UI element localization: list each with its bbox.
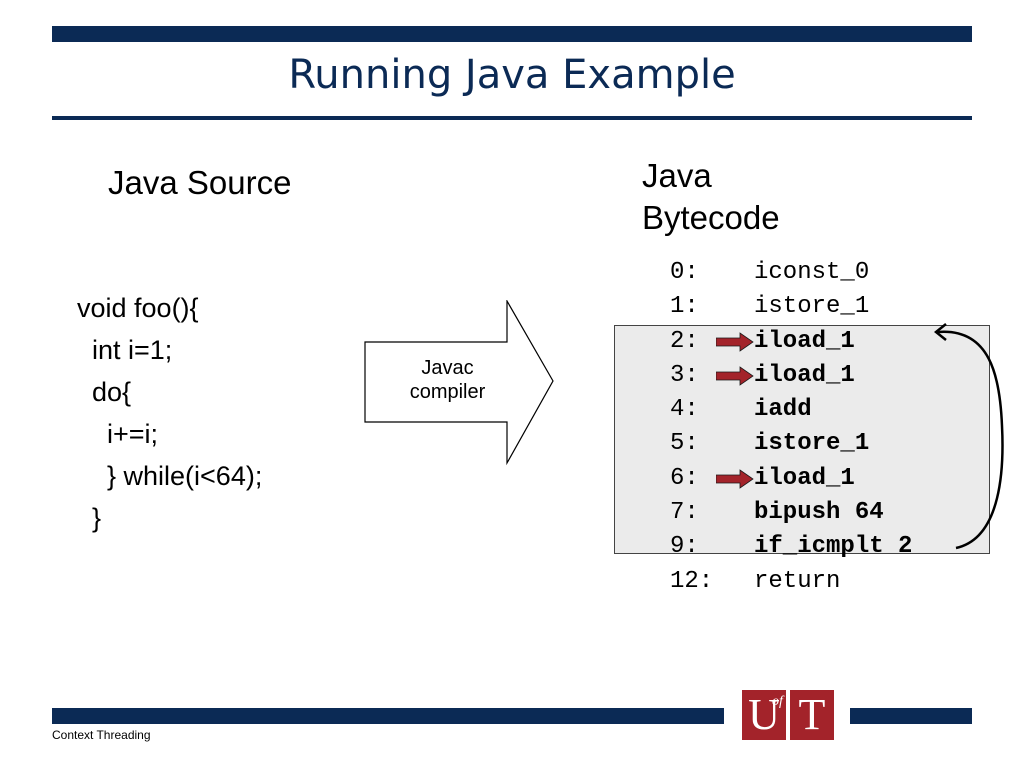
footer-text: Context Threading — [52, 728, 151, 742]
slide-title: Running Java Example — [288, 52, 736, 98]
bytecode-offset: 0: — [670, 259, 699, 286]
bytecode-line: 12: return — [670, 565, 912, 599]
code-line: } — [77, 503, 102, 533]
bytecode-instruction: return — [754, 567, 841, 595]
code-line: do{ — [77, 377, 132, 407]
bytecode-instruction: iconst_0 — [754, 259, 870, 286]
code-line: int i=1; — [77, 335, 173, 365]
code-line: void foo(){ — [77, 293, 199, 323]
bytecode-offset: 2: — [670, 327, 699, 355]
bytecode-line: 6: iload_1 — [670, 462, 912, 496]
bytecode-offset: 6: — [670, 464, 699, 492]
bytecode-line: 3: iload_1 — [670, 359, 912, 393]
code-line: i+=i; — [77, 419, 159, 449]
uoft-logo: U T of — [742, 690, 836, 740]
pointer-arrow-icon — [716, 366, 754, 386]
compiler-arrow — [364, 300, 554, 466]
top-bar — [52, 26, 972, 42]
java-source-heading: Java Source — [108, 164, 292, 201]
logo-letter-t: T — [790, 690, 834, 740]
bytecode-instruction: if_icmplt 2 — [754, 533, 913, 561]
java-bytecode-heading: Java Bytecode — [642, 157, 780, 236]
bottom-bar-left — [52, 708, 724, 724]
bytecode-offset: 9: — [670, 533, 699, 561]
bytecode-line: 7: bipush 64 — [670, 496, 912, 530]
loop-back-arrow — [933, 323, 1004, 550]
bytecode-instruction: iload_1 — [754, 327, 855, 355]
bytecode-instruction: iload_1 — [754, 361, 855, 389]
bytecode-offset: 3: — [670, 361, 699, 389]
bytecode-line: 0: iconst_0 — [670, 256, 912, 290]
bottom-bar-right — [850, 708, 972, 724]
bytecode-instruction: iadd — [754, 396, 812, 424]
bytecode-offset: 4: — [670, 396, 699, 424]
bytecode-line: 4: iadd — [670, 393, 912, 427]
bytecode-offset: 1: — [670, 293, 699, 321]
compiler-label: Javac compiler — [409, 357, 486, 403]
logo-of: of — [772, 694, 783, 709]
bytecode-listing: 0: iconst_0 1: istore_1 2: iload_1 3: iload_1 4:… — [670, 256, 912, 599]
bytecode-line: 5: istore_1 — [670, 427, 912, 461]
title-rule — [52, 116, 972, 120]
java-source-code: void foo(){ int i=1; do{ i+=i; } while(i… — [77, 287, 262, 539]
bytecode-instruction: istore_1 — [754, 430, 870, 458]
bytecode-offset: 12: — [670, 567, 714, 595]
bytecode-instruction: bipush 64 — [754, 499, 884, 527]
pointer-arrow-icon — [716, 331, 754, 352]
bytecode-instruction: istore_1 — [754, 293, 870, 321]
bytecode-line: 9: if_icmplt 2 — [670, 530, 912, 564]
code-line: } while(i<64); — [77, 461, 263, 491]
bytecode-offset: 7: — [670, 499, 699, 527]
loop-highlight-box — [614, 325, 990, 554]
bytecode-instruction: iload_1 — [754, 464, 855, 492]
logo-letter-u: U — [742, 690, 786, 740]
pointer-arrow-icon — [716, 469, 754, 489]
bytecode-offset: 5: — [670, 430, 699, 458]
bytecode-line: 2: iload_1 — [670, 325, 912, 359]
bytecode-line: 1: istore_1 — [670, 290, 912, 324]
